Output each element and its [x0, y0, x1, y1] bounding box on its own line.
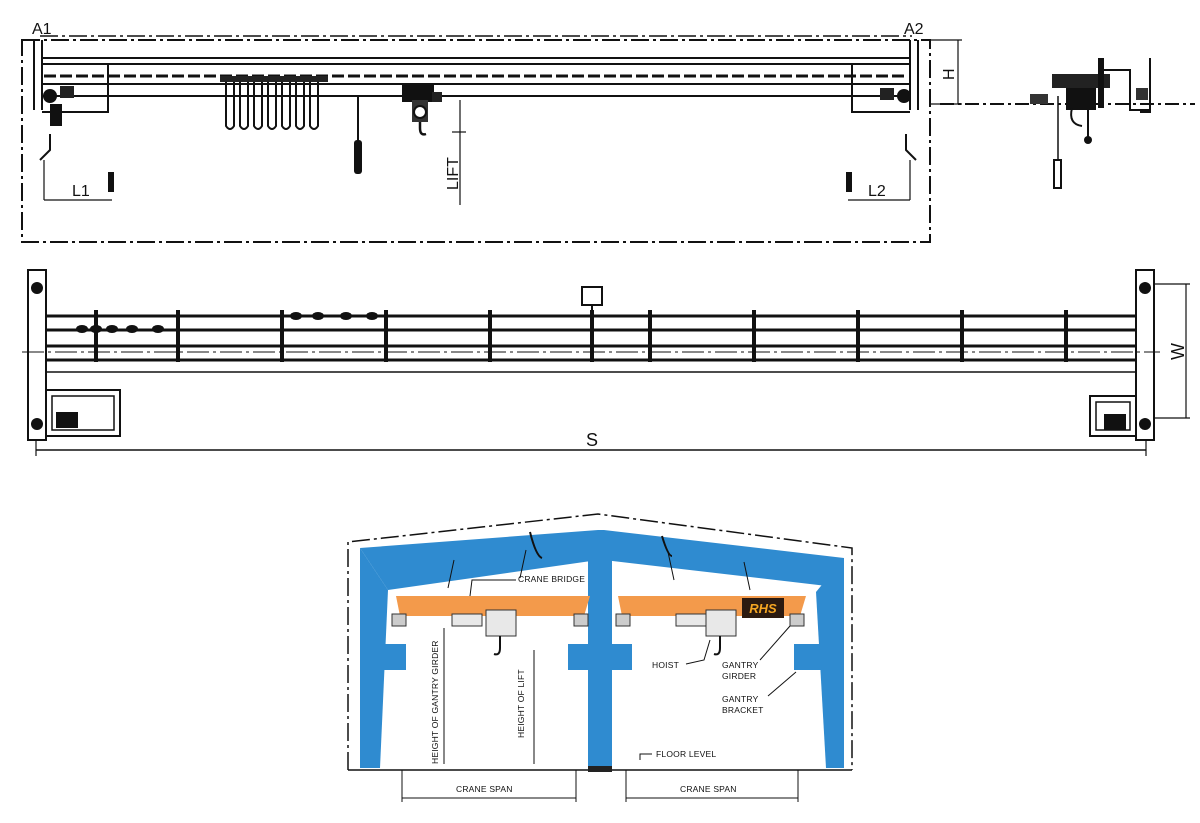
festoon-trolleys	[76, 312, 378, 333]
drive-motor-icon	[50, 104, 62, 126]
front-elevation-view	[21, 35, 962, 243]
rhs-logo: RHS	[742, 598, 784, 618]
label-gantry-bracket-2: BRACKET	[722, 705, 764, 715]
building-section: RHS	[347, 513, 853, 802]
logo-text: RHS	[749, 601, 777, 616]
drive-motor-icon	[1104, 414, 1126, 430]
pendant-control	[354, 96, 362, 174]
label-gantry-girder-1: GANTRY	[722, 660, 759, 670]
right-end-truck	[1135, 269, 1155, 441]
hoist-front	[402, 84, 466, 205]
drive-motor-icon	[56, 412, 78, 428]
festoon-cables	[220, 76, 328, 130]
buffer-icon	[846, 172, 852, 192]
left-end-truck	[27, 269, 47, 441]
label-crane-span-right: CRANE SPAN	[680, 784, 737, 794]
right-drive-box	[1089, 395, 1137, 437]
clearance-envelope	[21, 39, 931, 243]
left-end-carriage	[33, 40, 114, 201]
wheel-icon	[1139, 418, 1151, 430]
hook-icon	[493, 636, 501, 656]
hook-icon	[418, 122, 427, 136]
building-outline	[347, 513, 853, 770]
label-w: W	[1168, 343, 1188, 360]
label-l2: L2	[868, 183, 886, 200]
label-gantry-girder-2: GIRDER	[722, 671, 756, 681]
label-gantry-bracket-1: GANTRY	[722, 694, 759, 704]
bridge-girder-bottom	[41, 83, 911, 97]
wheel-icon	[1139, 282, 1151, 294]
wheel-icon	[897, 89, 911, 103]
left-drive-box	[45, 389, 121, 437]
label-height-of-gantry-girder: HEIGHT OF GANTRY GIRDER	[430, 640, 440, 764]
label-lift: LIFT	[445, 157, 462, 190]
gantry-girder-leader	[759, 625, 791, 661]
hook-icon	[1084, 136, 1092, 144]
plan-view	[22, 269, 1190, 456]
buffer-icon	[108, 172, 114, 192]
wheel-icon	[31, 418, 43, 430]
pendant-icon	[354, 140, 362, 174]
label-h: H	[941, 68, 958, 80]
right-end-carriage	[846, 40, 919, 201]
label-floor-level: FLOOR LEVEL	[656, 749, 716, 759]
label-height-of-lift: HEIGHT OF LIFT	[516, 669, 526, 738]
label-l1: L1	[72, 183, 90, 200]
hoist-left	[451, 609, 517, 656]
wheel-icon	[31, 282, 43, 294]
hoist-right	[675, 609, 737, 656]
pendant-icon	[1053, 159, 1062, 189]
cross-members	[94, 310, 1068, 362]
wheel-icon	[43, 89, 57, 103]
label-crane-bridge: CRANE BRIDGE	[518, 574, 585, 584]
portal-frame	[360, 530, 844, 768]
label-s: S	[586, 430, 598, 450]
side-view	[940, 58, 1195, 189]
label-a1: A1	[32, 21, 52, 38]
hoist-leader	[685, 639, 711, 665]
gantry-bracket-leader	[767, 671, 797, 697]
pendant-box	[581, 286, 603, 306]
label-a2: A2	[904, 21, 924, 38]
label-hoist: HOIST	[652, 660, 679, 670]
label-crane-span-left: CRANE SPAN	[456, 784, 513, 794]
crane-bridge-leader	[469, 579, 516, 597]
floor-level-leader	[639, 753, 652, 760]
bridge-girder-top	[41, 57, 911, 65]
hook-icon	[713, 636, 721, 656]
